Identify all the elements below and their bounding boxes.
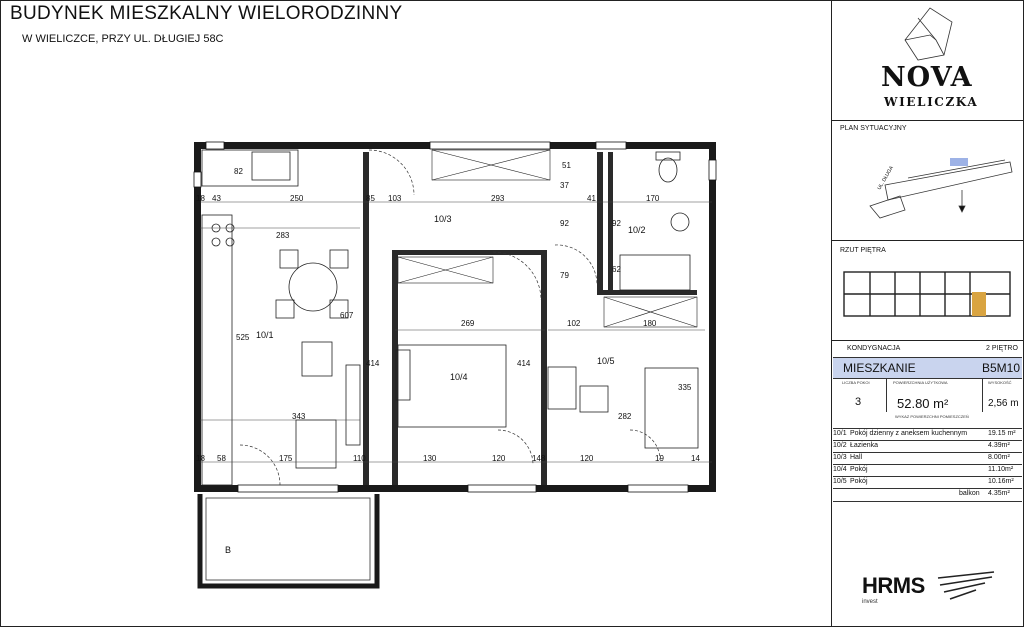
dim-text: 62 — [612, 265, 621, 274]
dim-text: 41 — [587, 194, 596, 203]
room-label-10-5: 10/5 — [597, 356, 615, 366]
rooms-count: 3 — [855, 396, 862, 408]
dimension-lines — [200, 201, 712, 463]
dim-text: 130 — [423, 454, 437, 463]
wardrobes — [397, 149, 698, 328]
dim-text: 103 — [388, 194, 402, 203]
nova-logo-subtext: WIELICZKA — [884, 95, 979, 109]
hrms-tagline: invest — [862, 599, 878, 605]
dim-text: 170 — [646, 194, 660, 203]
dim-text: 269 — [461, 319, 475, 328]
rooms-count-label: LICZBA POKOI — [842, 380, 870, 385]
dim-text: 525 — [236, 333, 250, 342]
table-caption: WYKAZ POWIERZCHNI POMIESZCZEŃ — [895, 414, 969, 419]
divider — [831, 120, 1023, 121]
dim-text: 102 — [567, 319, 581, 328]
apartment-code: B5M10 — [982, 361, 1021, 375]
dim-text: 110 — [353, 454, 366, 463]
floor-plan: 10/1 10/2 10/3 10/4 10/5 B 18 43 250 85 … — [193, 141, 717, 589]
room-label-balcony: B — [225, 545, 231, 555]
dim-text: 250 — [290, 194, 304, 203]
dim-text: 414 — [366, 359, 380, 368]
dim-text: 58 — [217, 454, 226, 463]
kondygnacja-label: KONDYGNACJA — [847, 345, 901, 352]
nova-logo-icon — [904, 7, 953, 61]
dim-text: 148 — [532, 454, 546, 463]
kitchen — [201, 149, 299, 486]
kondygnacja-value: 2 PIĘTRO — [986, 345, 1018, 352]
divider — [831, 340, 1023, 341]
room-label-10-2: 10/2 — [628, 225, 646, 235]
page-subtitle: W WIELICZCE, PRZY UL. DŁUGIEJ 58C — [22, 33, 224, 45]
dim-text: 82 — [234, 167, 243, 176]
dim-text: 282 — [618, 412, 632, 421]
dim-text: 175 — [279, 454, 293, 463]
dim-text: 79 — [560, 271, 569, 280]
dim-text: 180 — [643, 319, 657, 328]
room-label-10-1: 10/1 — [256, 330, 274, 340]
door-swings — [239, 149, 661, 486]
dim-text: 283 — [276, 231, 290, 240]
apartment-height: 2,56 m — [988, 398, 1019, 409]
floor-plan-label: RZUT PIĘTRA — [840, 247, 886, 254]
dim-text: 19 — [655, 454, 664, 463]
site-plan-map — [869, 158, 1013, 219]
dim-text: 18 — [196, 454, 205, 463]
room-label-10-3: 10/3 — [434, 214, 452, 224]
dim-text: 607 — [340, 311, 354, 320]
area-label: POWIERZCHNIA UŻYTKOWA — [893, 380, 948, 385]
dim-text: 343 — [292, 412, 306, 421]
windows — [193, 141, 717, 493]
nova-logo-text: NOVA — [881, 62, 973, 93]
room-label-10-4: 10/4 — [450, 372, 468, 382]
dim-text: 92 — [612, 219, 621, 228]
page-title: BUDYNEK MIESZKALNY WIELORODZINNY — [10, 3, 403, 24]
dining-set — [275, 249, 349, 319]
dim-text: 120 — [492, 454, 506, 463]
apartment-area: 52.80 m² — [897, 396, 949, 411]
dim-text: 14 — [691, 454, 700, 463]
dim-text: 43 — [212, 194, 221, 203]
dim-text: 92 — [560, 219, 569, 228]
living-furniture — [295, 151, 699, 469]
apartment-label: MIESZKANIE — [843, 361, 916, 375]
dim-text: 335 — [678, 383, 692, 392]
dim-text: 85 — [366, 194, 375, 203]
dim-text: 120 — [580, 454, 594, 463]
hrms-logo: HRMS — [862, 573, 925, 598]
dim-text: 414 — [517, 359, 531, 368]
balcony — [197, 494, 380, 589]
height-label: WYSOKOŚĆ — [988, 380, 1012, 385]
site-plan-label: PLAN SYTUACYJNY — [840, 125, 907, 132]
dim-text: 37 — [560, 181, 569, 190]
info-panel — [831, 0, 1024, 627]
dim-text: 293 — [491, 194, 505, 203]
apartment-band — [833, 357, 1022, 379]
dim-text: 18 — [196, 194, 205, 203]
apartment-highlight — [972, 292, 986, 316]
dim-text: 51 — [562, 161, 571, 170]
divider — [831, 240, 1023, 241]
